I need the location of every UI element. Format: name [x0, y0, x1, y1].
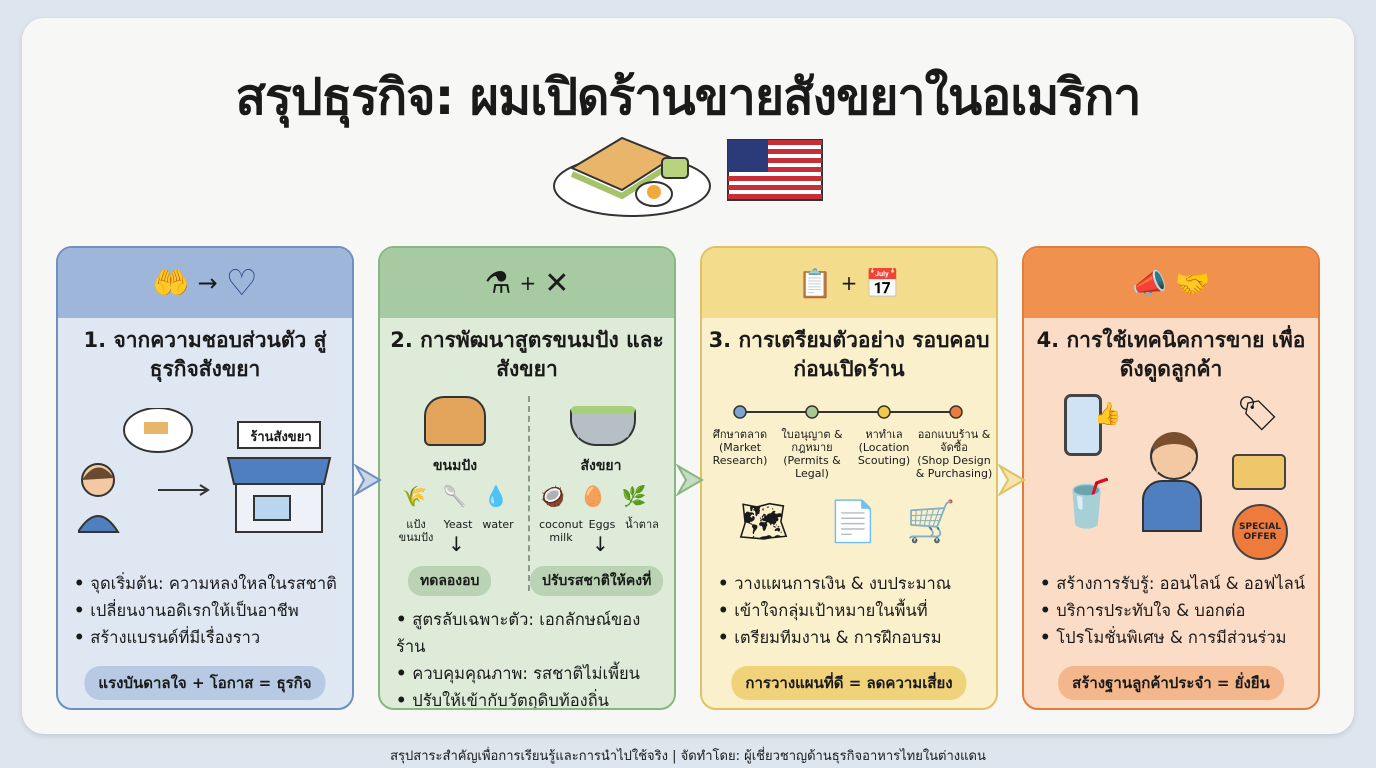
heart-icon: ♡ — [225, 262, 258, 304]
card-sales-techniques: 📣 🤝 4. การใช้เทคนิคการขาย เพื่อดึงดูดลูก… — [1022, 246, 1320, 710]
sandwich-and-flag-illustration — [553, 136, 823, 217]
bullet: ควบคุมคุณภาพ: รสชาติไม่เพี้ยน — [396, 660, 666, 687]
card-title: 2. การพัฒนาสูตรขนมปัง และสังขยา — [390, 328, 664, 381]
whisk-knife-icon: ✕ — [544, 265, 570, 301]
timeline-dot — [949, 405, 963, 419]
bullet: เตรียมทีมงาน & การฝึกอบรม — [718, 624, 988, 651]
page-title: สรุปธุรกิจ: ผมเปิดร้านขายสังขยาในอเมริกา — [235, 68, 1141, 126]
ingredient: coconut milk — [539, 518, 583, 544]
bullet: บริการประทับใจ & บอกต่อ — [1040, 597, 1310, 624]
timeline-step: ออกแบบร้าน & จัดซื้อ(Shop Design & Purch… — [915, 428, 993, 480]
bullet: สร้างแบรนด์ที่มีเรื่องราว — [74, 624, 344, 651]
pot-icon — [570, 406, 636, 446]
thumbs-up-icon: 👍 — [1094, 402, 1122, 427]
plus-icon: + — [840, 271, 858, 295]
timeline-dot — [877, 405, 891, 419]
summary-pill: แรงบันดาลใจ + โอกาส = ธุรกิจ — [84, 666, 326, 700]
timeline-step: หาทำเล(Location Scouting) — [857, 428, 911, 467]
timeline-dot — [805, 405, 819, 419]
custard-result: ปรับรสชาติให้คงที่ — [530, 566, 664, 596]
person-thinking-shop-illustration — [78, 408, 332, 533]
megaphone-icon: 📣 — [1132, 266, 1167, 300]
map-search-icon: 🗺 — [738, 499, 789, 545]
footer-note: สรุปสาระสำคัญเพื่อการเรียนรู้และการนำไปใ… — [390, 749, 986, 764]
ingredient: Yeast — [443, 518, 473, 531]
special-offer-badge: SPECIAL OFFER — [1232, 504, 1288, 560]
arrow-down-icon: ↓ — [448, 532, 465, 556]
summary-pill: การวางแผนที่ดี = ลดความเสี่ยง — [731, 666, 967, 700]
custard-label: สังขยา — [580, 458, 622, 474]
hand-heart-icon: 🤲 — [152, 265, 190, 301]
timeline-step: ใบอนุญาต & กฎหมาย(Permits & Legal) — [781, 428, 843, 480]
bullet: จุดเริ่มต้น: ความหลงใหลในรสชาติ — [74, 570, 344, 597]
bread-label: ขนมปัง — [432, 458, 478, 474]
card-recipe-development: ⚗ + ✕ 2. การพัฒนาสูตรขนมปัง และสังขยา ขน… — [378, 246, 676, 710]
bullet: โปรโมชั่นพิเศษ & การมีส่วนร่วม — [1040, 624, 1310, 651]
card-preparation: 📋 + 📅 3. การเตรียมตัวอย่าง รอบคอบก่อนเปิ… — [700, 246, 998, 710]
arrow-down-icon: ↓ — [592, 532, 609, 556]
bullet: เข้าใจกลุ่มเป้าหมายในพื้นที่ — [718, 597, 988, 624]
customer-icon — [1150, 432, 1198, 480]
custard-cup-icon — [661, 157, 689, 179]
plus-icon: + — [519, 271, 537, 295]
ingredient: แป้งขนมปัง — [398, 518, 434, 544]
card-title: 4. การใช้เทคนิคการขาย เพื่อดึงดูดลูกค้า — [1036, 328, 1306, 381]
ingredient: water — [482, 518, 514, 531]
shop-sign: ร้านสังขยา — [250, 430, 312, 445]
bullet: สูตรลับเฉพาะตัว: เอกลักษณ์ของร้าน — [396, 606, 666, 660]
bullet: วางแผนการเงิน & งบประมาณ — [718, 570, 988, 597]
ingredient: Eggs — [588, 518, 616, 531]
document-stamp-icon: 📄 — [828, 499, 878, 545]
bullet: เปลี่ยนงานอดิเรกให้เป็นอาชีพ — [74, 597, 344, 624]
chevron-right-icon — [675, 463, 704, 497]
hand-serving-drink-icon: 🥤 — [1058, 476, 1116, 530]
ingredient-icons: 🌾🥄💧 — [402, 484, 525, 508]
chevron-right-icon — [353, 463, 382, 497]
credit-card-icon — [1232, 454, 1286, 490]
card-title: 3. การเตรียมตัวอย่าง รอบคอบก่อนเปิดร้าน — [708, 328, 990, 381]
bread-result: ทดลองอบ — [408, 566, 492, 596]
phone-like-icon — [1064, 394, 1102, 456]
timeline — [733, 405, 963, 419]
flask-icon: ⚗ — [484, 265, 512, 301]
handshake-icon: 🤝 — [1175, 266, 1210, 300]
calendar-icon: 📅 — [865, 266, 901, 300]
timeline-step: ศึกษาตลาด(Market Research) — [712, 428, 768, 467]
ingredient: น้ำตาล — [625, 518, 659, 531]
discount-tag-icon: 🏷 — [1236, 394, 1280, 434]
timeline-dot — [733, 405, 747, 419]
card-passion-to-business: 🤲 → ♡ 1. จากความชอบส่วนตัว สู่ธุรกิจสังข… — [56, 246, 354, 710]
arrow-right-icon: → — [197, 269, 218, 297]
bullet: ปรับให้เข้ากับวัตถุดิบท้องถิ่น — [396, 687, 666, 708]
ingredient-icons: 🥥🥚🌿 — [540, 484, 663, 508]
checklist-icon: 📋 — [797, 266, 833, 300]
divider — [528, 396, 530, 591]
usa-flag-icon — [727, 139, 823, 201]
summary-pill: สร้างฐานลูกค้าประจำ = ยั่งยืน — [1058, 666, 1284, 700]
bread-icon — [424, 396, 486, 446]
shopping-cart-icon: 🛒 — [906, 499, 956, 545]
chevron-right-icon — [997, 463, 1026, 497]
bullet: สร้างการรับรู้: ออนไลน์ & ออฟไลน์ — [1040, 570, 1310, 597]
card-title: 1. จากความชอบส่วนตัว สู่ธุรกิจสังขยา — [83, 328, 327, 381]
